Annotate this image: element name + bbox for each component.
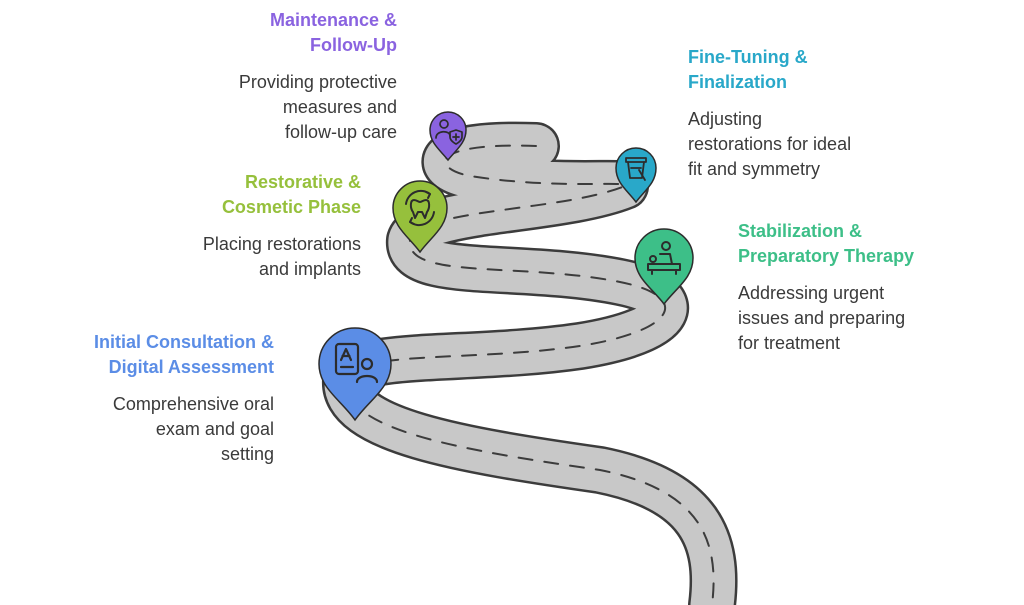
step-title: Stabilization & Preparatory Therapy (738, 219, 914, 269)
step-description: Providing protective measures and follow… (239, 70, 397, 145)
title-line: Maintenance & (269, 10, 397, 30)
desc-line: Addressing urgent (738, 283, 885, 303)
title-line: Preparatory Therapy (738, 246, 915, 266)
step-title: Fine-Tuning & Finalization (688, 45, 851, 95)
step-title: Maintenance & Follow-Up (239, 8, 397, 58)
desc-line: and implants (258, 259, 361, 279)
step-description: Addressing urgent issues and preparing f… (738, 281, 914, 356)
step-finetuning: Fine-Tuning & Finalization Adjusting res… (688, 45, 851, 182)
title-line: Restorative & (244, 172, 361, 192)
road-lane-markings (344, 144, 715, 605)
desc-line: setting (220, 444, 274, 464)
step-description: Adjusting restorations for ideal fit and… (688, 107, 851, 182)
desc-line: issues and preparing (738, 308, 906, 328)
step-maintenance: Maintenance & Follow-Up Providing protec… (239, 8, 397, 145)
pin-marker (429, 111, 467, 162)
pin-restorative (392, 180, 448, 254)
step-description: Placing restorations and implants (203, 232, 361, 282)
title-line: Finalization (688, 72, 787, 92)
desc-line: fit and symmetry (688, 159, 821, 179)
desc-line: exam and goal (155, 419, 274, 439)
desc-line: follow-up care (284, 122, 397, 142)
desc-line: for treatment (738, 333, 841, 353)
pin-consultation (318, 327, 392, 422)
title-line: Follow-Up (310, 35, 397, 55)
pin-stabilization (634, 228, 694, 306)
step-description: Comprehensive oral exam and goal setting (94, 392, 274, 467)
desc-line: Comprehensive oral (112, 394, 274, 414)
pin-finetuning (615, 147, 657, 204)
desc-line: measures and (282, 97, 397, 117)
document-person-icon (334, 342, 379, 384)
step-restorative: Restorative & Cosmetic Phase Placing res… (203, 170, 361, 282)
desc-line: Placing restorations (202, 234, 361, 254)
title-line: Cosmetic Phase (221, 197, 361, 217)
tooth-refresh-icon (405, 189, 435, 227)
pin-marker (634, 228, 694, 306)
pin-maintenance (429, 111, 467, 162)
desc-line: Adjusting (688, 109, 763, 129)
title-line: Fine-Tuning & (688, 47, 808, 67)
desc-line: Providing protective (238, 72, 397, 92)
title-line: Stabilization & (738, 221, 863, 241)
title-line: Initial Consultation & (94, 332, 274, 352)
step-title: Restorative & Cosmetic Phase (203, 170, 361, 220)
desc-line: restorations for ideal (688, 134, 852, 154)
step-consultation: Initial Consultation & Digital Assessmen… (94, 330, 274, 467)
step-stabilization: Stabilization & Preparatory Therapy Addr… (738, 219, 914, 356)
title-line: Digital Assessment (108, 357, 274, 377)
cup-tool-icon (625, 157, 647, 181)
step-title: Initial Consultation & Digital Assessmen… (94, 330, 274, 380)
patient-treatment-icon (647, 241, 681, 275)
winding-road (322, 121, 738, 605)
person-shield-icon (435, 119, 463, 145)
